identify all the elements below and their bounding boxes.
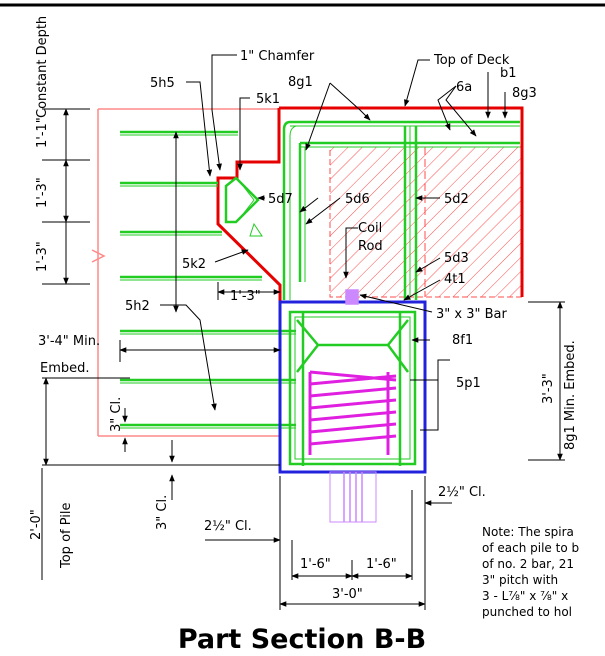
note-line-5: 3 - L⅞" x ⅞" x (482, 589, 568, 603)
deck-outline (216, 106, 524, 302)
note-line-4: 3" pitch with (482, 573, 558, 587)
label-top-of-deck: Top of Deck (433, 53, 510, 68)
dim-3cl-a: 3" Cl. (109, 397, 124, 432)
leader-lines (160, 54, 508, 431)
label-5d2: 5d2 (444, 192, 469, 207)
drawing-title: Part Section B-B (178, 624, 426, 655)
coil-rod (329, 289, 377, 523)
pile-cage (288, 310, 417, 466)
note-line-2: of each pile to b (482, 541, 579, 555)
hatched-deck-region (329, 146, 523, 298)
label-embed: Embed. (40, 361, 90, 376)
dim-1-6a: 1'-6" (300, 557, 331, 572)
dim-1-3b: 1'-3" (35, 241, 50, 272)
label-constant-depth: Constant Depth (35, 16, 50, 118)
dimension-lines (41, 108, 565, 610)
note-line-3: of no. 2 bar, 21 (482, 557, 574, 571)
label-8f1: 8f1 (452, 333, 473, 348)
spiral-reinforcement (308, 370, 397, 455)
label-rod: Rod (358, 239, 383, 254)
dim-3-3: 3'-3" (541, 373, 556, 404)
horizontal-rebars (120, 130, 296, 429)
label-5h2: 5h2 (125, 299, 150, 314)
label-embed-vertical: 8g1 Min. Embed. (563, 340, 578, 450)
label-b1: b1 (500, 66, 517, 81)
label-5p1: 5p1 (456, 376, 481, 391)
dim-1-6b: 1'-6" (366, 557, 397, 572)
note-block: Note: The spira of each pile to b of no.… (482, 525, 579, 619)
label-coil: Coil (358, 221, 382, 236)
label-8g3: 8g3 (512, 86, 537, 101)
dim-2half-right: 2½" Cl. (438, 485, 486, 500)
deck-rebars (282, 120, 520, 300)
dim-1-3a: 1'-3" (35, 177, 50, 208)
label-8g1-top: 8g1 (288, 75, 313, 90)
dim-3-0: 3'-0" (332, 587, 363, 602)
label-5k2: 5k2 (182, 257, 206, 272)
existing-deck-outline (91, 108, 280, 437)
dim-1-3h: 1'-3" (230, 289, 261, 304)
note-line-1: Note: The spira (482, 525, 574, 539)
dim-3cl-b: 3" Cl. (155, 495, 170, 530)
label-5k1: 5k1 (256, 92, 280, 107)
dim-2half-left: 2½" Cl. (204, 519, 252, 534)
label-4t1: 4t1 (444, 272, 466, 287)
label-chamfer: 1" Chamfer (240, 49, 315, 64)
label-5d3: 5d3 (444, 251, 469, 266)
label-5h5: 5h5 (150, 76, 175, 91)
label-top-of-pile: Top of Pile (59, 502, 74, 569)
label-5d6: 5d6 (345, 192, 370, 207)
stirrup-5d7 (224, 176, 260, 224)
label-bar: 3" x 3" Bar (436, 307, 507, 322)
label-6a: 6a (456, 80, 472, 95)
dim-2-0: 2'-0" (29, 509, 44, 540)
label-embed-min: 3'-4" Min. (38, 334, 100, 349)
note-line-6: punched to hol (482, 605, 572, 619)
label-5d7: 5d7 (268, 192, 293, 207)
dim-1-1: 1'-1" (35, 117, 50, 148)
